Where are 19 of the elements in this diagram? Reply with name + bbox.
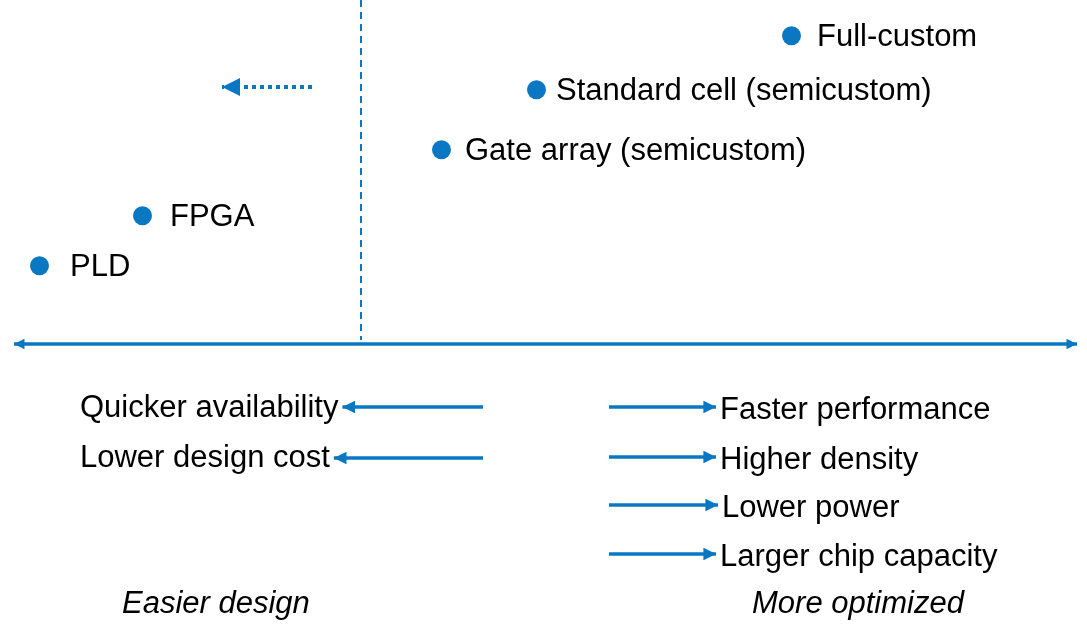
trait-label: Lower power <box>722 489 900 525</box>
trait-label: Higher density <box>720 441 919 477</box>
arrow <box>609 498 718 512</box>
point-label: PLD <box>70 248 131 284</box>
category-caption: More optimized <box>752 585 964 621</box>
arrow <box>333 451 483 465</box>
category-caption: Easier design <box>122 585 310 621</box>
point-label: Gate array (semicustom) <box>465 132 807 168</box>
arrow <box>609 547 716 561</box>
point-label: FPGA <box>170 198 255 234</box>
arrow <box>342 400 483 414</box>
arrow <box>609 450 716 464</box>
trait-label: Larger chip capacity <box>720 538 998 574</box>
arrow <box>609 400 716 414</box>
trait-label: Lower design cost <box>80 439 330 475</box>
point-label: Standard cell (semicustom) <box>556 72 932 108</box>
trait-label: Quicker availability <box>80 389 339 425</box>
trait-label: Faster performance <box>720 391 991 427</box>
point-label: Full-custom <box>817 18 978 54</box>
